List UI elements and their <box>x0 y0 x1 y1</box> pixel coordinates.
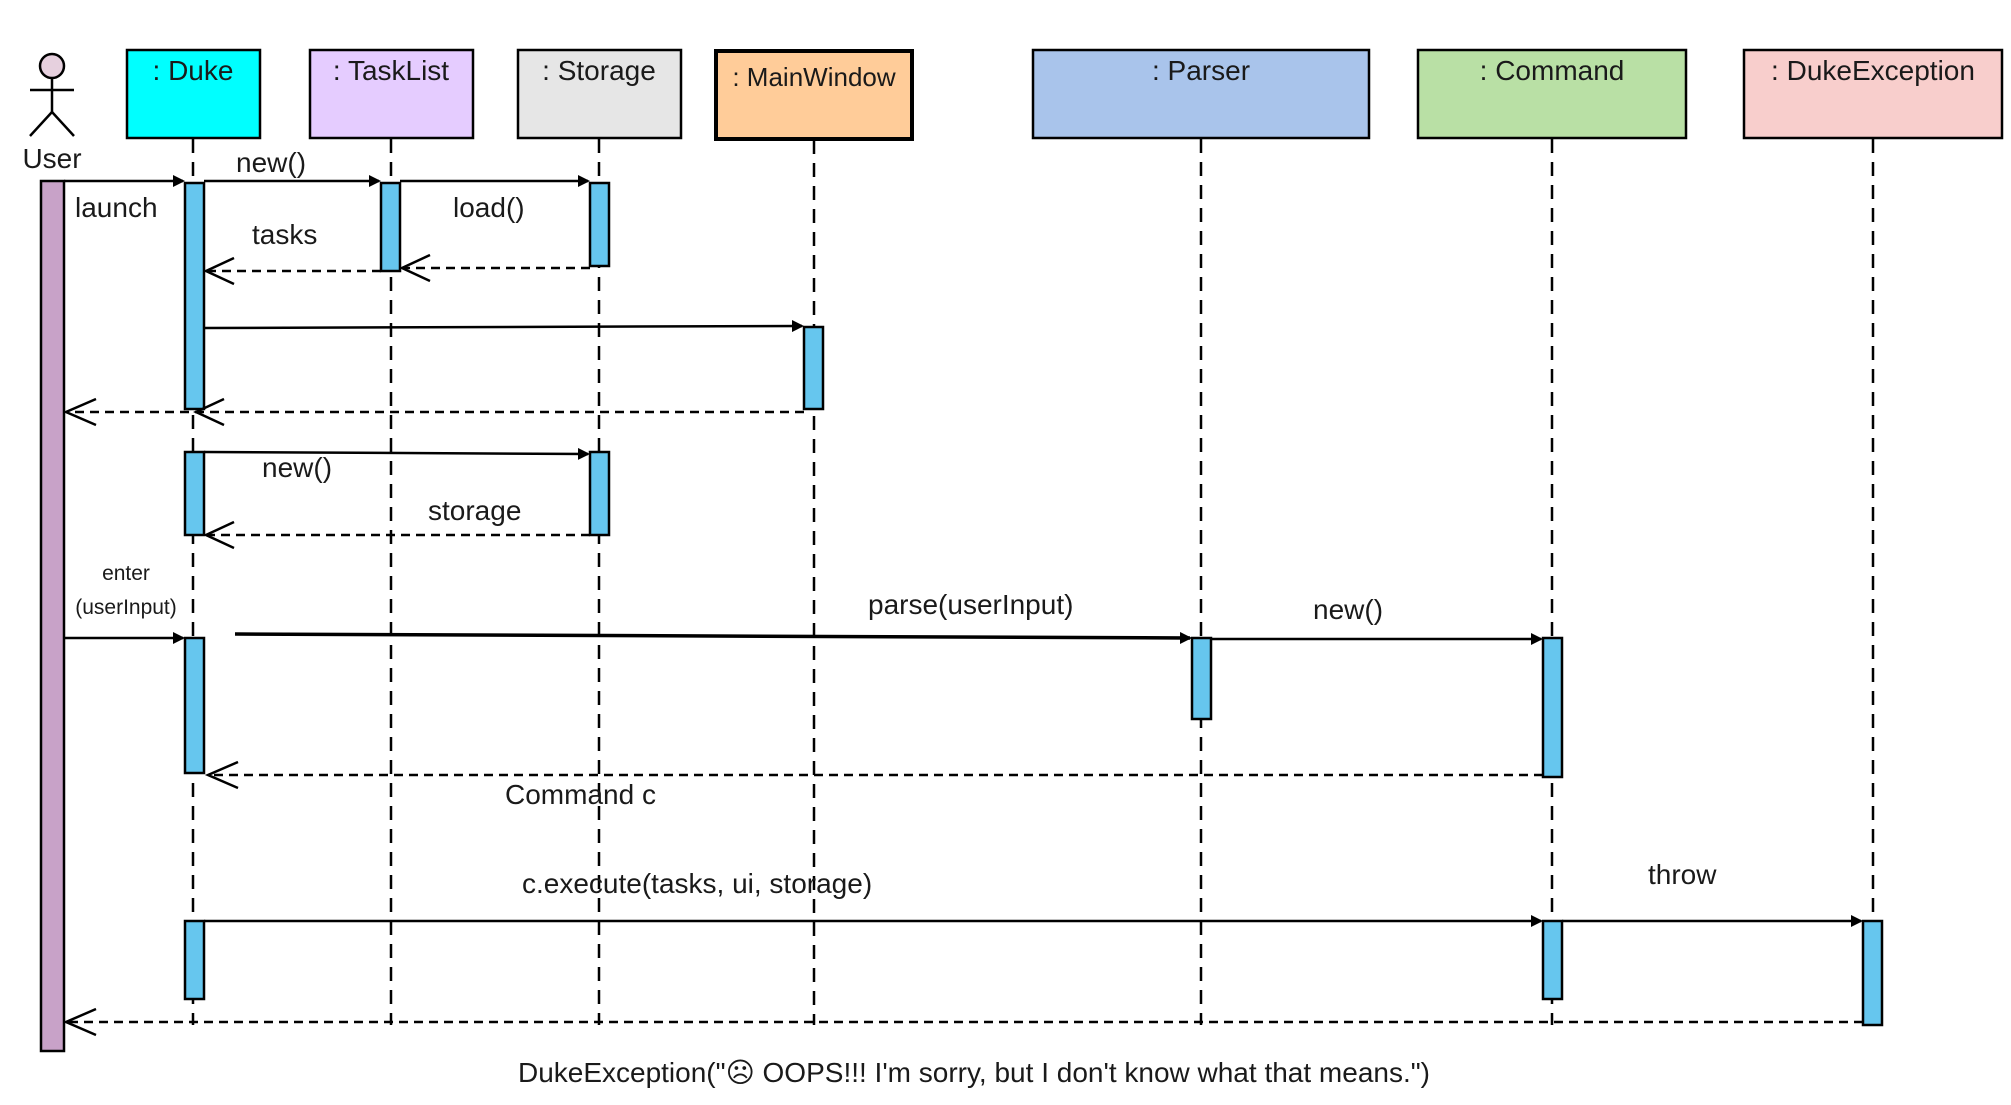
message-label-enter: enter <box>102 562 150 585</box>
lifeline-head-mainwindow <box>714 49 914 141</box>
message-launch: launch <box>64 175 185 223</box>
message-command-c: Command c <box>204 760 1543 810</box>
lifeline-head-dukeexception <box>1742 48 2004 140</box>
message-execute: c.execute(tasks, ui, storage) <box>204 868 1543 927</box>
lifeline-dukeexception: : DukeException <box>1742 48 2004 140</box>
message-parse: parse(userInput) <box>234 589 1192 644</box>
activation-command-1 <box>1541 636 1564 779</box>
lifeline-storage: : Storage <box>516 48 683 140</box>
activation-command-2 <box>1541 919 1564 1001</box>
activation-user <box>39 179 66 1053</box>
message-label-command-c: Command c <box>505 779 656 810</box>
message-throw: throw <box>1562 859 1863 927</box>
lifeline-label-tasklist: : TaskList <box>333 55 449 86</box>
lifeline-label-parser: : Parser <box>1152 55 1250 86</box>
lifeline-head-storage <box>516 48 683 140</box>
message-label-new-command: new() <box>1313 594 1383 625</box>
activation-duke-2 <box>183 450 206 537</box>
activation-parser <box>1190 636 1213 721</box>
message-tasks: tasks <box>203 219 381 286</box>
activations <box>39 179 1884 1053</box>
lifeline-duke: : Duke <box>125 48 262 140</box>
activation-storage-1 <box>588 181 611 268</box>
lifeline-parser: : Parser <box>1031 48 1371 140</box>
message-label-launch: launch <box>75 192 158 223</box>
message-label-enter-arg: (userInput) <box>75 596 177 619</box>
message-enter: enter (userInput) <box>64 562 185 644</box>
activation-duke-3 <box>183 636 206 775</box>
messages: launch new() load() tasks <box>62 147 1863 1088</box>
actor-head <box>38 52 66 80</box>
message-label-throw: throw <box>1648 859 1717 890</box>
lifeline-tasklist: : TaskList <box>308 48 475 140</box>
lifeline-head-duke <box>125 48 262 140</box>
message-label-storage-return: storage <box>428 495 521 526</box>
activation-storage-2 <box>588 450 611 537</box>
lifeline-head-command <box>1416 48 1688 140</box>
actor-user: User <box>22 52 82 174</box>
message-label-parse: parse(userInput) <box>868 589 1073 620</box>
lifeline-label-dukeexception: : DukeException <box>1771 55 1975 86</box>
lifeline-label-storage: : Storage <box>542 55 656 86</box>
message-label-new-storage: new() <box>262 452 332 483</box>
message-label-exception: DukeException("☹ OOPS!!! I'm sorry, but … <box>518 1057 1430 1088</box>
lifeline-dashes <box>191 139 1875 1025</box>
activation-duke-4 <box>183 919 206 1001</box>
message-return-ui <box>62 397 804 427</box>
lifeline-label-command: : Command <box>1480 55 1625 86</box>
lifeline-label-duke: : Duke <box>153 55 234 86</box>
lifeline-command: : Command <box>1416 48 1688 140</box>
lifeline-mainwindow: : MainWindow <box>714 49 914 141</box>
message-label-tasks: tasks <box>252 219 317 250</box>
message-return-load <box>399 253 590 283</box>
activation-tasklist-1 <box>379 181 402 273</box>
message-load: load() <box>400 175 590 223</box>
message-label-load: load() <box>453 192 525 223</box>
message-show-window <box>203 320 804 333</box>
message-new-command: new() <box>1211 594 1543 645</box>
activation-mainwindow <box>802 325 825 411</box>
message-label-new-tasklist: new() <box>236 147 306 178</box>
message-exception-return: DukeException("☹ OOPS!!! I'm sorry, but … <box>62 1007 1863 1088</box>
activation-duke-1 <box>183 181 206 411</box>
lifeline-label-mainwindow: : MainWindow <box>732 62 895 92</box>
message-label-execute: c.execute(tasks, ui, storage) <box>522 868 872 899</box>
lifeline-head-parser <box>1031 48 1371 140</box>
message-new-tasklist: new() <box>204 147 381 187</box>
message-new-storage: new() <box>203 447 590 483</box>
message-storage-return: storage <box>203 495 590 550</box>
activation-dukeexception <box>1861 919 1884 1027</box>
actor-label: User <box>22 143 81 174</box>
lifeline-head-tasklist <box>308 48 475 140</box>
